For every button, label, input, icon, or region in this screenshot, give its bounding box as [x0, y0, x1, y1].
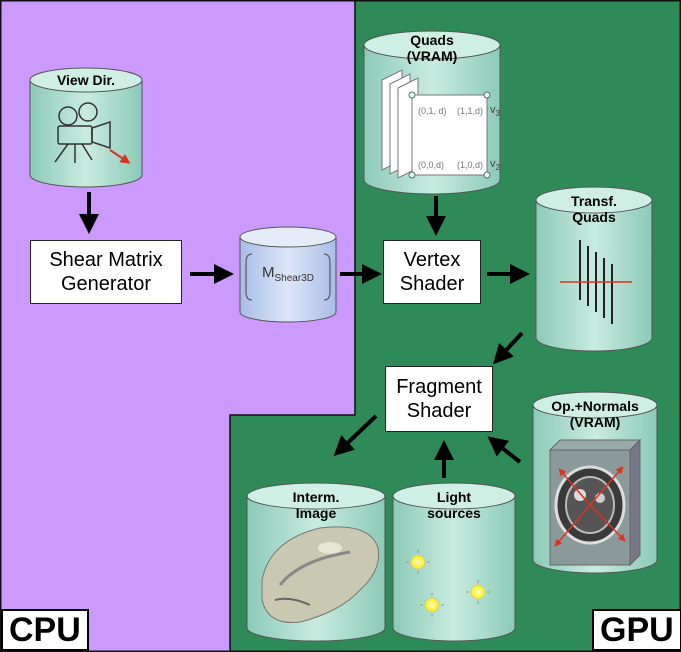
fragment-shader-line1: Fragment: [396, 376, 482, 398]
shear-matrix-line1: Shear Matrix: [49, 249, 163, 271]
quad-label-c110: (1,1,d): [457, 106, 484, 116]
quad-label-c010: (0,1, d): [418, 106, 447, 116]
light-sources-line2: sources: [427, 505, 481, 521]
transf-quads-line1: Transf.: [571, 193, 617, 209]
arrow-fragment-to-interm: [333, 414, 378, 457]
light-sources-title: Light sources: [393, 489, 515, 521]
interm-image-title: Interm. Image: [247, 489, 385, 521]
gpu-label: GPU: [592, 609, 681, 651]
m-shear3d-sub: Shear3D: [274, 273, 314, 284]
interm-image-line2: Image: [295, 505, 337, 521]
view-dir-cylinder: [29, 67, 143, 188]
quad-vertex-v2-sub: 2: [495, 163, 500, 173]
quad-vertex-v2: v2: [490, 158, 500, 172]
quad-vertex-v2-letter: v: [490, 158, 496, 170]
quad-vertex-v3-letter: v: [490, 104, 496, 116]
sun-icon: [466, 580, 490, 604]
interm-image-cylinder: [246, 482, 386, 642]
m-shear3d-label: MShear3D: [240, 264, 336, 284]
vertex-shader-line2: Shader: [399, 273, 465, 295]
light-sources-line1: Light: [436, 489, 472, 505]
light-sources-cylinder: [392, 482, 516, 642]
vertex-shader-box: Vertex Shader: [383, 240, 481, 304]
cpu-label: CPU: [1, 609, 89, 651]
quads-cylinder: [363, 30, 501, 195]
quads-title-line2: (VRAM): [406, 48, 458, 64]
transf-quads-line2: Quads: [572, 209, 616, 225]
interm-image-line1: Interm.: [292, 489, 340, 505]
skull-rendering-illustration: [261, 526, 380, 624]
quad-vertex-v3-sub: 3: [495, 109, 500, 119]
shear-matrix-generator-box: Shear Matrix Generator: [30, 240, 182, 304]
op-normals-title: Op.+Normals (VRAM): [533, 398, 657, 430]
quads-title: Quads (VRAM): [364, 32, 500, 64]
ct-volume-illustration: [548, 438, 642, 567]
op-normals-cylinder: [532, 391, 658, 574]
quad-vertex-v3: v3: [490, 104, 500, 118]
transformed-quads-lines: [579, 240, 613, 324]
sun-icon: [420, 593, 444, 617]
arrow-transf-to-fragment: [492, 331, 524, 365]
transf-quads-title: Transf. Quads: [536, 193, 652, 225]
sun-icon: [406, 550, 430, 574]
flow-arrows: [79, 192, 530, 478]
quad-label-c000: (0,0,d): [418, 160, 445, 170]
fragment-shader-line2: Shader: [406, 400, 472, 422]
quad-label-c100: (1,0,d): [457, 160, 484, 170]
m-shear3d-main: M: [262, 264, 275, 281]
arrow-opnormals-to-fragment: [487, 436, 522, 464]
shear-matrix-line2: Generator: [60, 273, 152, 295]
view-dir-title: View Dir.: [56, 72, 116, 88]
view-direction-arrow: [109, 149, 131, 164]
vertex-shader-line1: Vertex: [403, 249, 461, 271]
transf-quads-cylinder: [535, 186, 653, 352]
quads-title-line1: Quads: [410, 32, 454, 48]
op-normals-line2: (VRAM): [569, 414, 621, 430]
op-normals-line1: Op.+Normals: [551, 398, 639, 414]
quad-stack-illustration: [381, 69, 491, 179]
fragment-shader-box: Fragment Shader: [385, 366, 493, 432]
camera-icon: [54, 102, 111, 163]
m-shear3d-cylinder: [239, 226, 337, 323]
